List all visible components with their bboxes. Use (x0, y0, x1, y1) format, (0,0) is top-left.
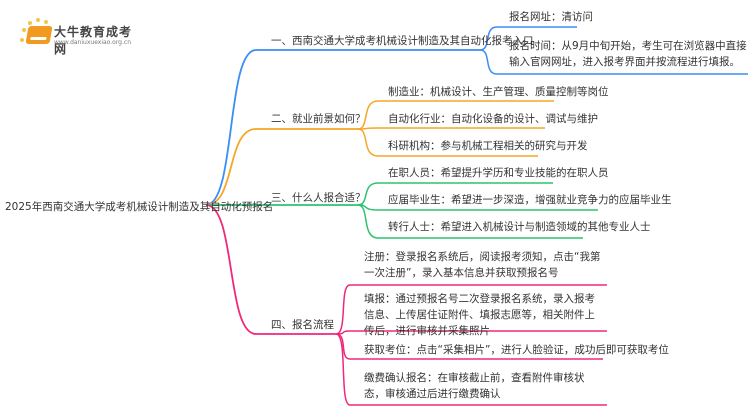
leaf-career-research: 科研机构：参与机械工程相关的研究与开发 (388, 140, 588, 152)
leaf-audience-employed: 在职人员：希望提升学历和专业技能的在职人员 (388, 167, 609, 179)
branch-entry-leaf-connector (479, 26, 577, 51)
branch-career: 二、就业前景如何？ (271, 113, 366, 125)
branch-entry: 一、西南交通大学成考机械设计制造及其自动化报考入口 (271, 35, 534, 47)
branch-career-leaf-connector (357, 127, 545, 130)
branch-audience-leaf-connector (357, 204, 583, 239)
branch-process: 四、报名流程 (271, 319, 334, 331)
leaf-entry-url: 报名网址：清访问 (509, 11, 593, 23)
leaf-process-register: 注册：登录报名系统后，阅读报考须知，点击“我第一次注册”，录入基本信息并获取预报… (364, 251, 601, 279)
branch-process-leaf-connector (335, 284, 607, 335)
branch-career-leaf-connector (357, 128, 538, 157)
branch-audience-leaf-connector (357, 182, 553, 206)
branch-entry-leaf-connector (479, 49, 748, 75)
logo: 大牛教育成考网 www.daniuxuexiao.org.cn (18, 18, 138, 56)
leaf-process-payment: 缴费确认报名：在审核截止前，查看附件审核状态，审核通过后进行缴费确认 (364, 372, 585, 400)
root-topic: 2025年西南交通大学成考机械设计制造及其自动化预报名 (5, 201, 274, 213)
leaf-entry-time: 报名时间：从9月中旬开始，考生可在浏览器中直接输入官网网址，进入报考界面并按流程… (509, 40, 747, 68)
leaf-audience-graduates: 应届毕业生：希望进一步深造，增强就业竞争力的应届毕业生 (388, 194, 672, 206)
branch-audience: 三、什么人报合适？ (271, 192, 366, 204)
leaf-process-seat: 获取考位：点击“采集相片”，进行人脸验证，成功后即可获取考位 (364, 344, 669, 356)
leaf-career-manufacturing: 制造业：机械设计、生产管理、质量控制等岗位 (388, 86, 609, 98)
logo-url: www.daniuxuexiao.org.cn (54, 39, 131, 46)
logo-name: 大牛教育成考网 (54, 25, 133, 56)
branch-entry-connector (205, 49, 480, 206)
leaf-process-fill: 填报：通过预报名号二次登录报名系统，录入报考信息、上传居住证附件、填报志愿等，相… (364, 293, 595, 337)
branch-career-leaf-connector (357, 100, 554, 130)
branch-career-connector (205, 128, 358, 206)
branch-process-leaf-connector (335, 333, 607, 406)
book-icon (25, 26, 53, 44)
leaf-audience-career-changers: 转行人士：希望进入机械设计与制造领域的其他专业人士 (388, 221, 651, 233)
branch-process-connector (205, 204, 336, 335)
leaf-career-automation: 自动化行业：自动化设备的设计、调试与维护 (388, 113, 598, 125)
